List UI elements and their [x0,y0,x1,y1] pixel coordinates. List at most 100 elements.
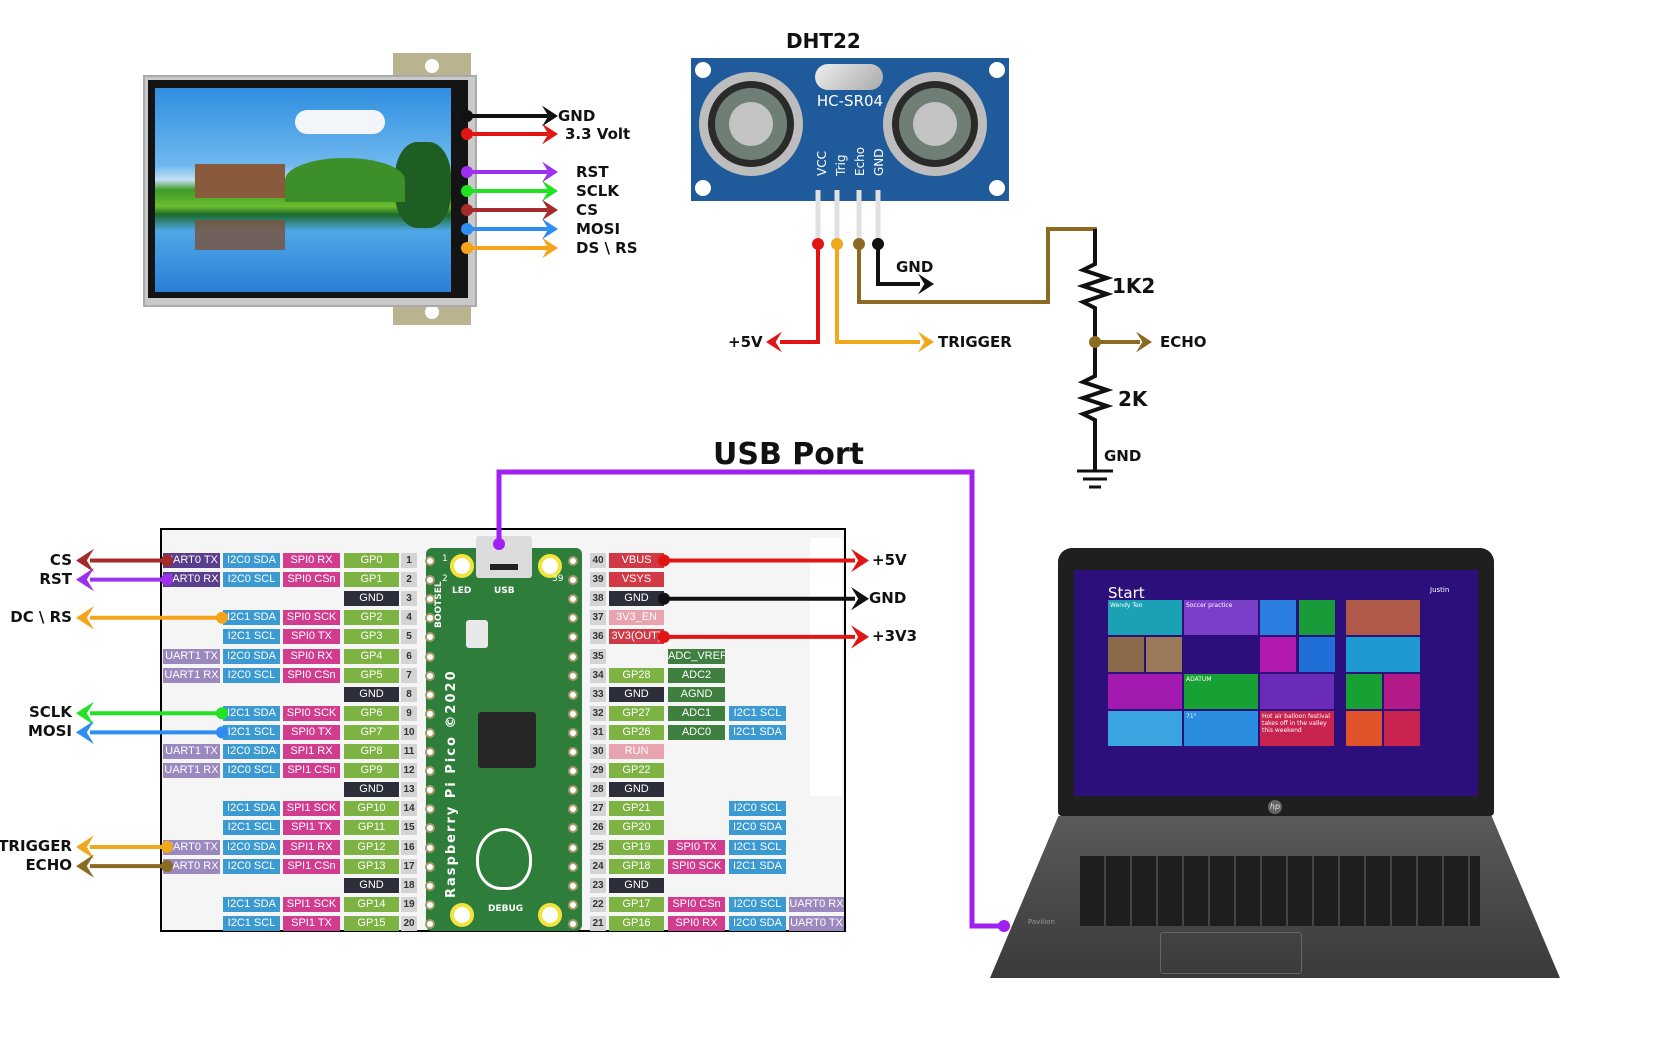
start-tile[interactable] [1299,637,1335,672]
arrow-head-icon [542,237,558,259]
pin-main-label[interactable]: GND [609,877,664,893]
pin-main-label[interactable]: GP21 [609,801,664,817]
pin-pad-icon [568,708,578,719]
pin-gpio-label[interactable]: GP6 [344,705,399,721]
pin-main-label[interactable]: GND [609,591,664,607]
start-tile[interactable]: ADATUM [1184,674,1258,709]
start-title: Start [1108,584,1145,602]
pin-gpio-label[interactable]: GP13 [344,858,399,874]
pin-gpio-label[interactable]: GP4 [344,648,399,664]
pin-gpio-label[interactable]: GND [344,782,399,798]
start-tile[interactable] [1299,600,1335,635]
pin-main-label[interactable]: RUN [609,744,664,759]
pin-gpio-label[interactable]: GP2 [344,610,399,626]
start-tile[interactable]: Hot air balloon festival takes off in th… [1260,711,1334,746]
pin-gpio-label[interactable]: GP14 [344,896,399,912]
pin-gpio-label[interactable]: GP11 [344,820,399,836]
start-tile[interactable] [1146,637,1182,672]
pin-spi-label: SPI0 CSn [668,896,725,912]
start-tile[interactable] [1260,600,1296,635]
pin2-label: 2 [442,574,448,584]
start-tile[interactable] [1260,637,1296,672]
tft-screen-image [155,88,451,292]
pico-left-connection-label: RST [39,569,72,588]
pin-i2c-label: I2C1 SDA [223,896,280,912]
pin-number: 37 [590,610,606,626]
pin-main-label[interactable]: GP17 [609,896,664,912]
pin-pad-icon [425,670,435,681]
pin-main-label[interactable]: GP26 [609,724,664,740]
pin-main-label[interactable]: 3V3(OUT) [609,629,664,645]
pin-i2c-label: I2C0 SDA [729,915,786,931]
wire-dot-icon [461,185,473,197]
wire-dot-icon [658,630,670,643]
start-tile[interactable] [1346,637,1420,672]
pin-pad-icon [425,861,435,872]
pin-main-label[interactable]: GP20 [609,820,664,836]
pin-gpio-label[interactable]: GP3 [344,629,399,645]
pin-main-label[interactable]: GP27 [609,705,664,721]
start-tile[interactable] [1108,711,1182,746]
pin-main-label[interactable]: GP28 [609,667,664,683]
pin-gpio-label[interactable]: GP5 [344,667,399,683]
pin-pad-icon [568,842,578,853]
mount-hole-icon [989,180,1005,196]
pin-main-label[interactable]: GND [609,782,664,798]
start-tile[interactable]: Wendy Teo [1108,600,1182,635]
start-tile[interactable] [1384,674,1420,709]
start-tile[interactable] [1384,711,1420,746]
pin-main-label[interactable]: VBUS [609,553,664,568]
wire-dot-icon [161,841,173,853]
pin-number: 7 [401,667,417,683]
pin-main-label[interactable]: GP18 [609,858,664,874]
resistor-r1-icon [1076,258,1114,370]
wire-dot-icon [161,573,173,586]
wire-dot-icon [461,128,473,140]
pin-gpio-label[interactable]: GP7 [344,724,399,740]
pin-i2c-label: I2C1 SCL [729,705,786,721]
pin-pad-icon [568,556,578,566]
start-tile[interactable] [1260,674,1334,709]
pin-pad-icon [568,823,578,834]
pin-pad-icon [425,747,435,757]
pin-main-label[interactable]: GP19 [609,839,664,855]
start-tile[interactable] [1346,674,1382,709]
pin-pad-icon [568,670,578,681]
sensor-trigger-label: TRIGGER [938,333,1012,351]
start-tile[interactable] [1108,674,1182,709]
pin-gpio-label[interactable]: GP12 [344,839,399,855]
pin-main-label[interactable]: GP22 [609,763,664,779]
arrow-head-icon [76,854,94,878]
pin-uart-label: UART0 TX [163,839,220,855]
start-tile[interactable]: 71° [1184,711,1258,746]
sensor-model-label: HC-SR04 [816,92,884,110]
pin-gpio-label[interactable]: GP9 [344,763,399,779]
pin-gpio-label[interactable]: GND [344,877,399,893]
pin-i2c-label: I2C0 SCL [223,858,280,874]
house-shape [195,164,285,198]
tile-text: Hot air balloon festival takes off in th… [1262,713,1330,734]
pin-main-label[interactable]: VSYS [609,572,664,588]
start-tile[interactable] [1346,600,1420,635]
pin-number: 33 [590,686,606,702]
pin-spi-label: SPI1 CSn [283,858,340,874]
pin-gpio-label[interactable]: GP8 [344,744,399,759]
pin-gpio-label[interactable]: GP15 [344,915,399,931]
pin-main-label[interactable]: 3V3_EN [609,610,664,626]
pin-adc-label: ADC0 [668,724,725,740]
start-tile[interactable] [1346,711,1382,746]
pin-gpio-label[interactable]: GP1 [344,572,399,588]
arrow-head-icon [76,548,94,573]
pin-gpio-label[interactable]: GND [344,591,399,607]
pin-gpio-label[interactable]: GND [344,686,399,702]
pin-gpio-label[interactable]: GP0 [344,553,399,568]
pin-pad-icon [425,804,435,815]
start-tile[interactable] [1108,637,1144,672]
start-tile[interactable]: Soccer practice [1184,600,1258,635]
pin-main-label[interactable]: GND [609,686,664,702]
pin-gpio-label[interactable]: GP10 [344,801,399,817]
pin-main-label[interactable]: GP16 [609,915,664,931]
pin-i2c-label: I2C0 SCL [729,801,786,817]
wire-dot-icon [216,726,228,739]
